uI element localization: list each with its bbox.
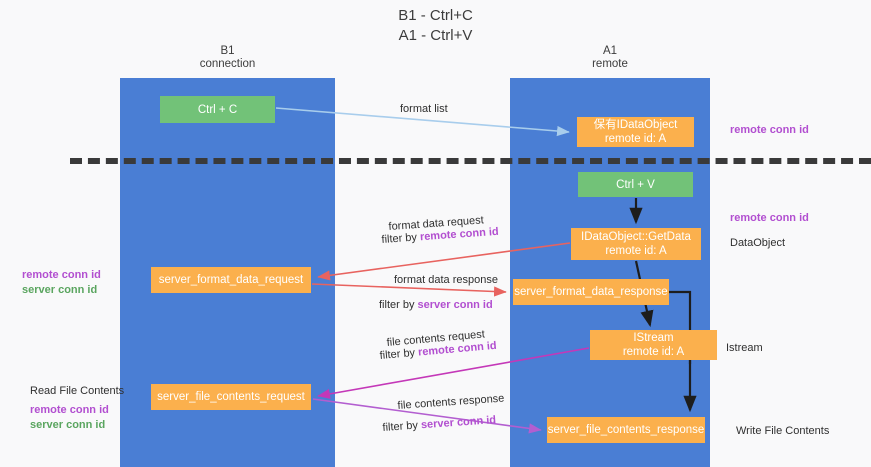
filter-key-server-conn-id-1: server conn id xyxy=(417,299,493,311)
filter-prefix-3: filter by xyxy=(379,346,419,362)
node-server-format-data-request-label: server_format_data_request xyxy=(158,274,304,286)
page-title: B1 - Ctrl+C A1 - Ctrl+V xyxy=(0,6,871,46)
edge-label-format-data-response-filter: filter by server conn id xyxy=(379,297,493,313)
lane-header-a1-name: A1 xyxy=(602,45,618,57)
annotation-istream: Istream xyxy=(726,341,763,356)
node-getdata[interactable]: IDataObject::GetData remote id: A xyxy=(571,228,701,260)
edge-label-format-data-response: format data response xyxy=(394,274,498,286)
node-server-file-contents-request[interactable]: server_file_contents_request xyxy=(151,384,311,410)
edge-format-data-response xyxy=(311,283,507,297)
annotation-dataobject-text: DataObject xyxy=(730,237,786,249)
lane-header-b1-name: B1 xyxy=(220,45,235,57)
annotation-dataobject: DataObject xyxy=(730,236,785,251)
filter-prefix-2: filter by xyxy=(379,299,418,311)
annotation-left-server-conn-id-2: server conn id xyxy=(30,419,106,431)
annotation-remote-conn-id-mid-text: remote conn id xyxy=(730,212,809,224)
title-line-1: B1 - Ctrl+C xyxy=(398,7,473,24)
annotation-write-file-contents: Write File Contents xyxy=(736,424,829,439)
edge-format-data-request xyxy=(317,242,571,281)
annotation-remote-conn-id-top: remote conn id xyxy=(730,123,809,138)
annotation-left-remote-conn-id-2: remote conn id xyxy=(30,404,109,416)
node-getdata-line2: remote id: A xyxy=(605,245,667,257)
title-line-2: A1 - Ctrl+V xyxy=(398,27,473,44)
annotation-remote-conn-id-mid: remote conn id xyxy=(730,211,809,226)
node-ctrl-v-line1: Ctrl + V xyxy=(616,178,655,191)
node-server-format-data-request[interactable]: server_format_data_request xyxy=(151,267,311,293)
lane-header-a1: A1 remote xyxy=(540,45,680,71)
lane-header-a1-subtitle: remote xyxy=(592,58,628,70)
node-server-file-contents-request-label: server_file_contents_request xyxy=(157,391,305,403)
node-ctrl-v[interactable]: Ctrl + V xyxy=(578,172,693,197)
annotation-left-server-conn-id: server conn id xyxy=(22,284,98,296)
node-idataobject-line1: 保有IDataObject xyxy=(593,119,678,131)
edge-format-list xyxy=(275,107,570,137)
node-server-file-contents-response-label: server_file_contents_response xyxy=(547,424,705,436)
annotation-istream-text: Istream xyxy=(726,342,763,354)
annotation-left-remote-conn-id: remote conn id xyxy=(22,269,101,281)
node-getdata-line1: IDataObject::GetData xyxy=(581,231,691,243)
lane-header-b1-subtitle: connection xyxy=(199,58,256,70)
filter-key-server-conn-id-2: server conn id xyxy=(420,414,497,432)
annotation-left-conn-ids: remote conn id server conn id xyxy=(22,268,101,298)
node-istream-line1: IStream xyxy=(633,332,674,344)
annotation-remote-conn-id-top-text: remote conn id xyxy=(730,124,809,136)
lane-header-b1: B1 connection xyxy=(150,45,305,71)
node-idataobject[interactable]: 保有IDataObject remote id: A xyxy=(577,117,694,147)
node-server-file-contents-response[interactable]: server_file_contents_response xyxy=(547,417,705,443)
node-ctrl-c[interactable]: Ctrl + C xyxy=(160,96,275,123)
annotation-write-file-contents-text: Write File Contents xyxy=(736,425,830,437)
node-ctrl-c-line1: Ctrl + C xyxy=(197,103,238,116)
annotation-read-file-contents-group: Read File Contents remote conn id server… xyxy=(30,384,124,433)
node-istream-line2: remote id: A xyxy=(622,346,685,358)
edge-file-contents-request xyxy=(317,347,590,399)
node-idataobject-line2: remote id: A xyxy=(604,133,667,145)
filter-prefix-1: filter by xyxy=(381,231,421,246)
edge-label-format-list: format list xyxy=(400,103,448,115)
filter-prefix-4: filter by xyxy=(382,419,422,434)
node-istream[interactable]: IStream remote id: A xyxy=(590,330,717,360)
node-server-format-data-response[interactable]: server_format_data_response xyxy=(513,279,669,305)
edge-file-contents-response xyxy=(312,398,542,434)
annotation-read-file-contents: Read File Contents xyxy=(30,385,125,397)
phase-divider-line xyxy=(70,158,871,164)
node-server-format-data-response-label: server_format_data_response xyxy=(514,286,668,298)
